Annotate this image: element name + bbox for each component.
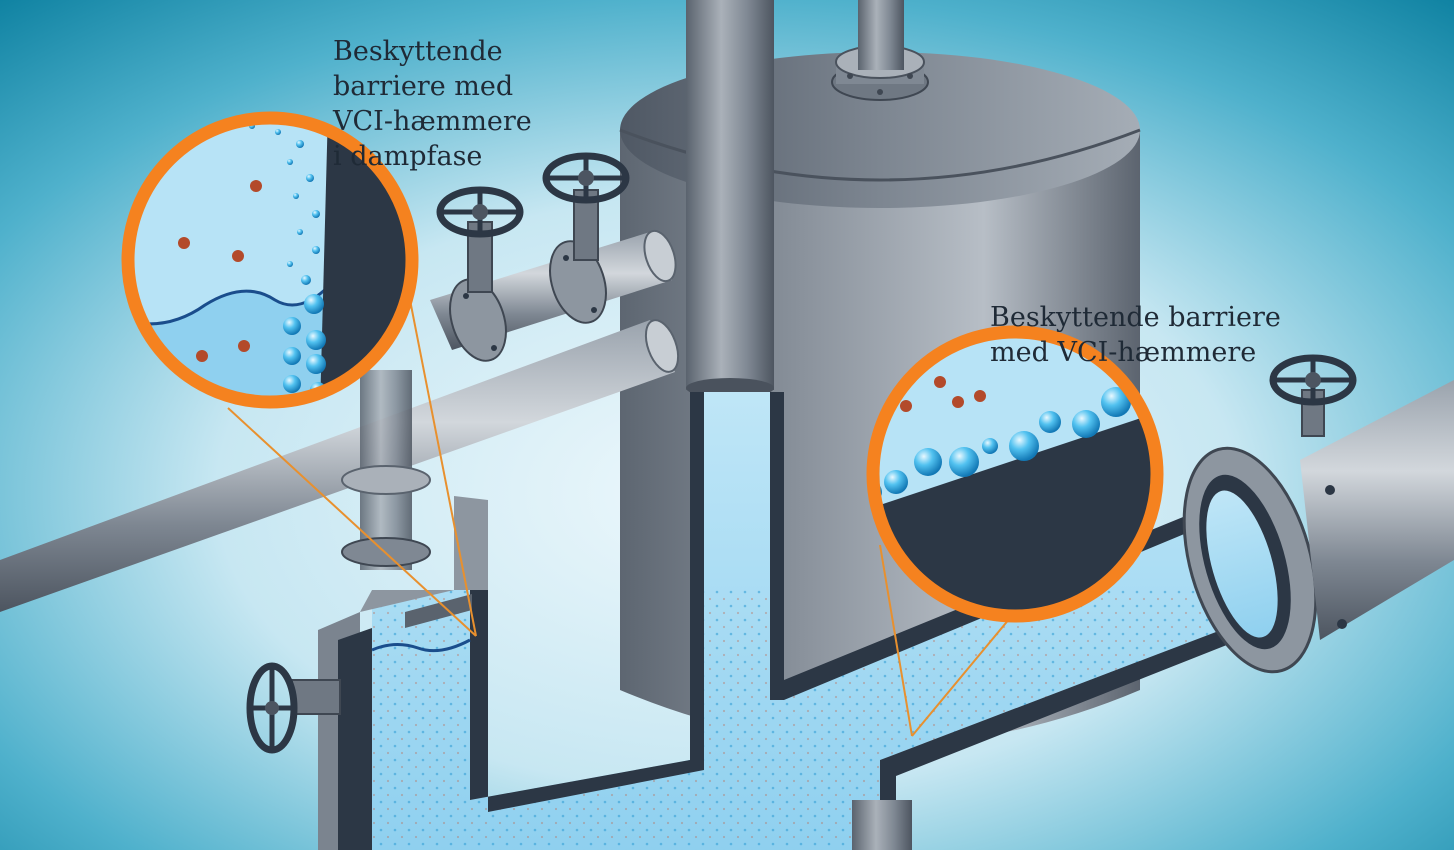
vertical-inlet-pipe: [686, 0, 774, 398]
valve-handwheel-icon: [542, 152, 630, 261]
vapor-phase-label: Beskyttende barriere med VCI-hæmmere i d…: [333, 36, 532, 172]
liquid-phase-label: Beskyttende barriere med VCI-hæmmere: [990, 302, 1281, 368]
valve-handwheel-icon: [436, 186, 524, 293]
callout-leader-lines: [227, 299, 1011, 737]
vapor-phase-callout: [121, 111, 419, 409]
valve-handwheel-icon: [246, 662, 341, 754]
pipe-flange-icon: [449, 240, 607, 362]
valve-handwheel-icon: [1269, 354, 1357, 437]
liquid-phase-callout: [866, 325, 1164, 623]
